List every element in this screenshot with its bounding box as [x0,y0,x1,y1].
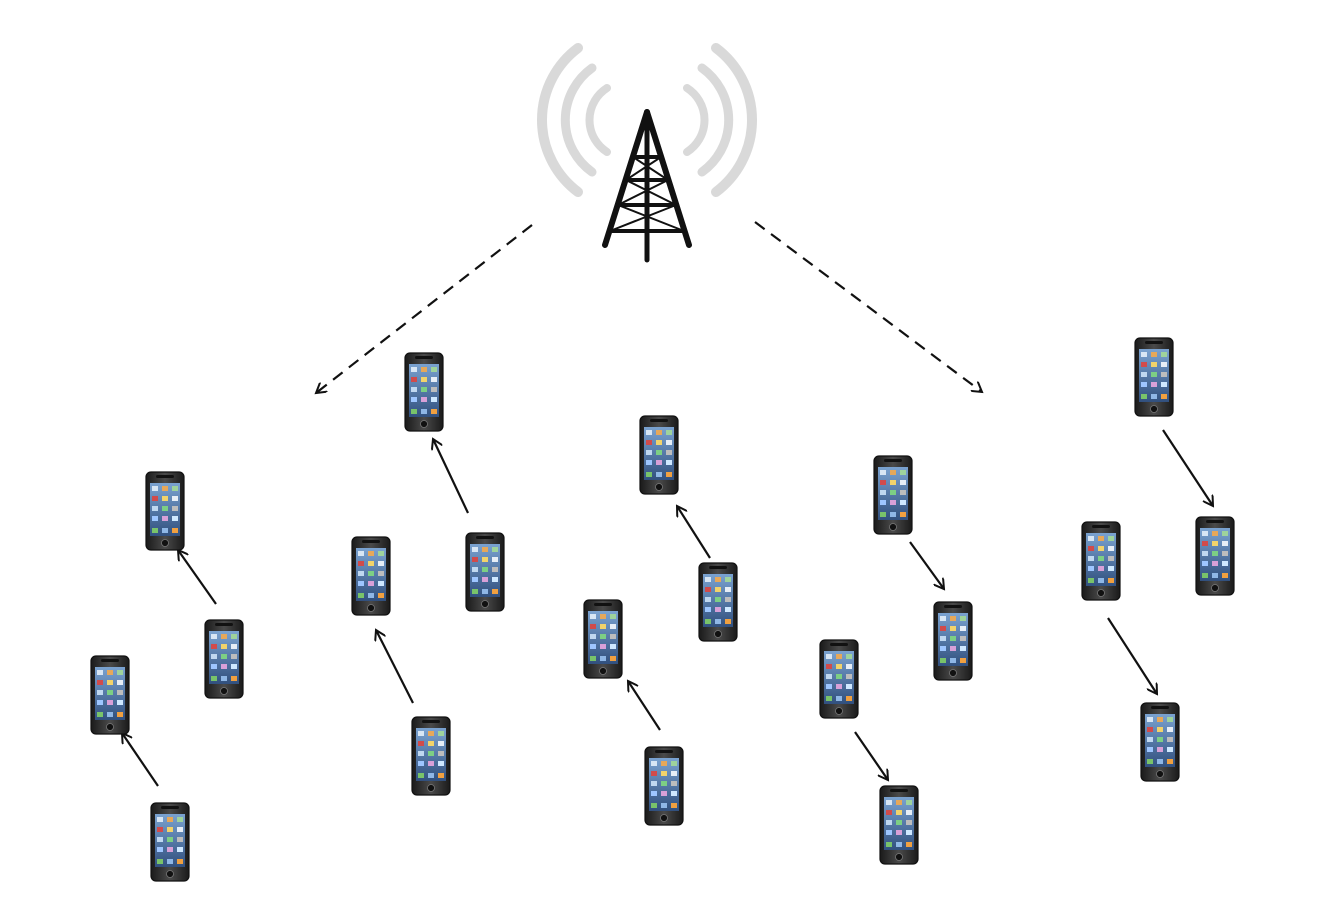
device-arrow [122,733,159,787]
smartphone-icon [698,562,738,642]
device-arrow [909,541,944,589]
smartphone-icon [879,785,919,865]
device-arrow [178,550,217,605]
device-arrow [1162,429,1213,506]
smartphone-icon [150,802,190,882]
radio-waves-icon [537,43,757,197]
smartphone-icon [1081,521,1121,601]
smartphone-icon [644,746,684,826]
smartphone-icon [873,455,913,535]
smartphone-icon [465,532,505,612]
smartphone-icon [411,716,451,796]
device-arrow [677,506,711,559]
smartphone-icon [404,352,444,432]
device-arrow [1107,617,1157,694]
smartphone-icon [933,601,973,681]
smartphone-icon [819,639,859,719]
smartphone-icon [90,655,130,735]
smartphone-icon [145,471,185,551]
device-arrow [433,439,469,514]
smartphone-group [90,337,1235,882]
device-arrow [628,681,661,731]
broadcast-arrow-right [754,221,982,392]
smartphone-icon [351,536,391,616]
cell-tower-icon [602,109,692,263]
broadcast-arrow-left [316,224,533,393]
smartphone-icon [204,619,244,699]
smartphone-icon [1134,337,1174,417]
smartphone-icon [583,599,623,679]
device-arrow [854,731,888,780]
device-arrow [376,630,414,704]
smartphone-icon [1140,702,1180,782]
smartphone-icon [1195,516,1235,596]
smartphone-icon [639,415,679,495]
